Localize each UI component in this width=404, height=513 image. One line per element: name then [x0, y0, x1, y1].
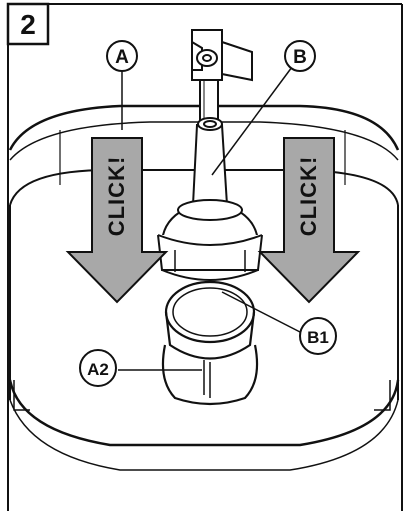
- callout-b: B: [284, 40, 316, 72]
- click-arrow-left: CLICK!: [65, 137, 169, 304]
- click-label-right: CLICK!: [296, 156, 321, 237]
- leader-lines: [118, 66, 301, 371]
- coupling-ring: [164, 280, 256, 360]
- callout-a2: A2: [79, 349, 117, 387]
- callout-b1-label: B1: [307, 328, 329, 347]
- click-arrow-right: CLICK!: [257, 137, 361, 304]
- callout-a-label: A: [115, 47, 129, 68]
- callout-a: A: [106, 40, 138, 72]
- base-cup: [161, 344, 259, 406]
- callout-b-label: B: [293, 47, 307, 68]
- callout-a2-label: A2: [87, 360, 109, 379]
- click-label-left: CLICK!: [104, 156, 129, 237]
- callout-b1: B1: [299, 317, 337, 355]
- figure-frame: [7, 3, 403, 511]
- step-number: 2: [20, 9, 36, 40]
- blade-stem-assembly: [157, 29, 263, 281]
- step-number-box: 2: [6, 2, 50, 46]
